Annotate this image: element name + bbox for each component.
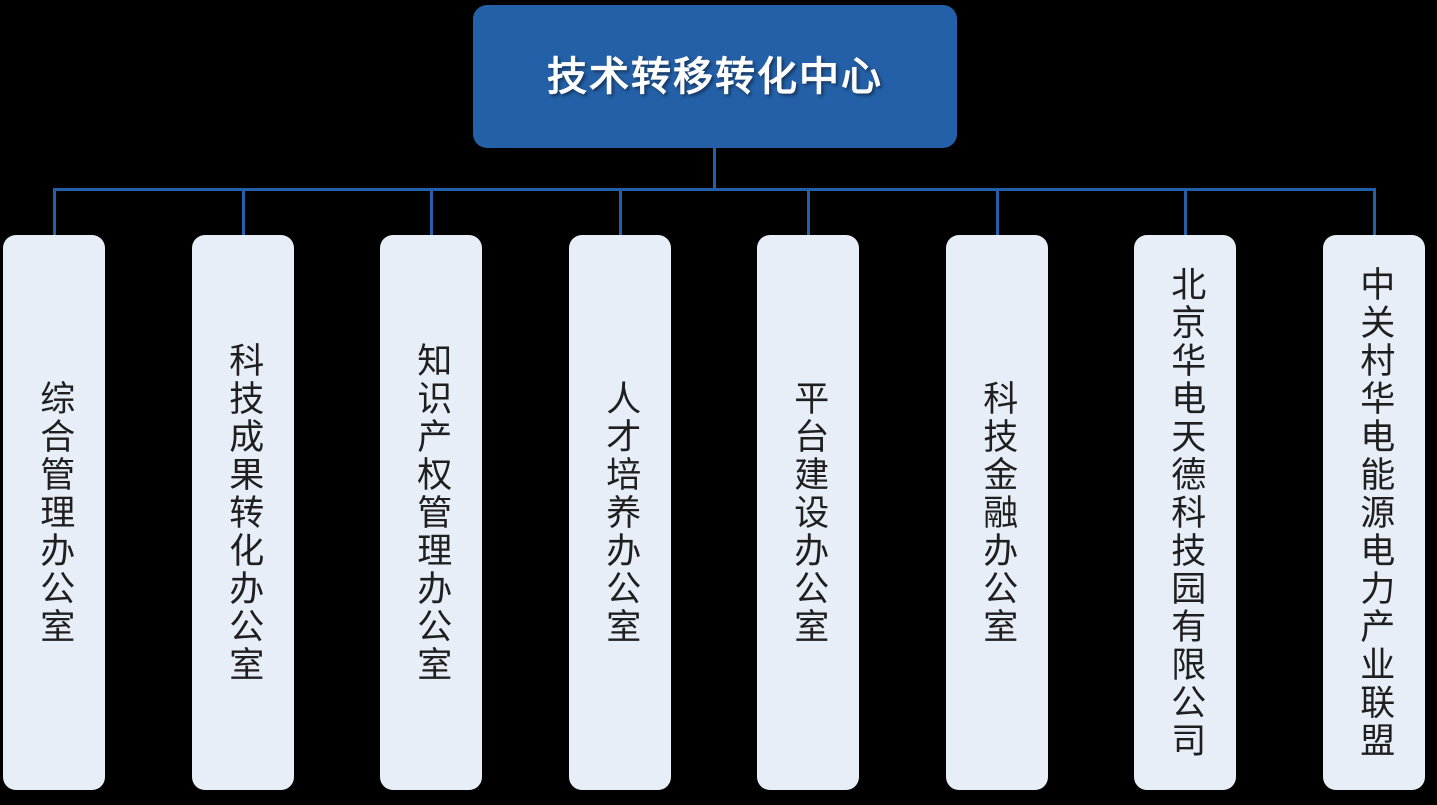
child-node-label: 综合管理办公室 bbox=[34, 379, 75, 646]
child-node-label: 科技金融办公室 bbox=[977, 379, 1018, 646]
child-node-5[interactable]: 平台建设办公室 bbox=[757, 235, 859, 790]
child-node-label: 平台建设办公室 bbox=[788, 379, 829, 646]
child-node-7[interactable]: 北京华电天德科技园有限公司 bbox=[1134, 235, 1236, 790]
connector-drop-3 bbox=[430, 188, 433, 236]
child-node-label: 北京华电天德科技园有限公司 bbox=[1165, 265, 1206, 760]
child-node-label: 中关村华电能源电力产业联盟 bbox=[1354, 265, 1395, 760]
child-node-label: 科技成果转化办公室 bbox=[223, 341, 264, 684]
child-node-label: 知识产权管理办公室 bbox=[411, 341, 452, 684]
root-node[interactable]: 技术转移转化中心 bbox=[473, 5, 957, 148]
connector-drop-8 bbox=[1373, 188, 1376, 236]
connector-drop-6 bbox=[996, 188, 999, 236]
child-node-1[interactable]: 综合管理办公室 bbox=[3, 235, 105, 790]
connector-horizontal-bus bbox=[53, 188, 1376, 191]
child-node-3[interactable]: 知识产权管理办公室 bbox=[380, 235, 482, 790]
child-node-label: 人才培养办公室 bbox=[600, 379, 641, 646]
connector-root-stem bbox=[713, 148, 716, 191]
connector-drop-1 bbox=[53, 188, 56, 236]
connector-drop-4 bbox=[619, 188, 622, 236]
child-node-6[interactable]: 科技金融办公室 bbox=[946, 235, 1048, 790]
connector-drop-7 bbox=[1184, 188, 1187, 236]
connector-drop-5 bbox=[807, 188, 810, 236]
root-node-label: 技术转移转化中心 bbox=[547, 54, 883, 99]
child-node-8[interactable]: 中关村华电能源电力产业联盟 bbox=[1323, 235, 1425, 790]
child-node-4[interactable]: 人才培养办公室 bbox=[569, 235, 671, 790]
child-node-2[interactable]: 科技成果转化办公室 bbox=[192, 235, 294, 790]
connector-drop-2 bbox=[242, 188, 245, 236]
